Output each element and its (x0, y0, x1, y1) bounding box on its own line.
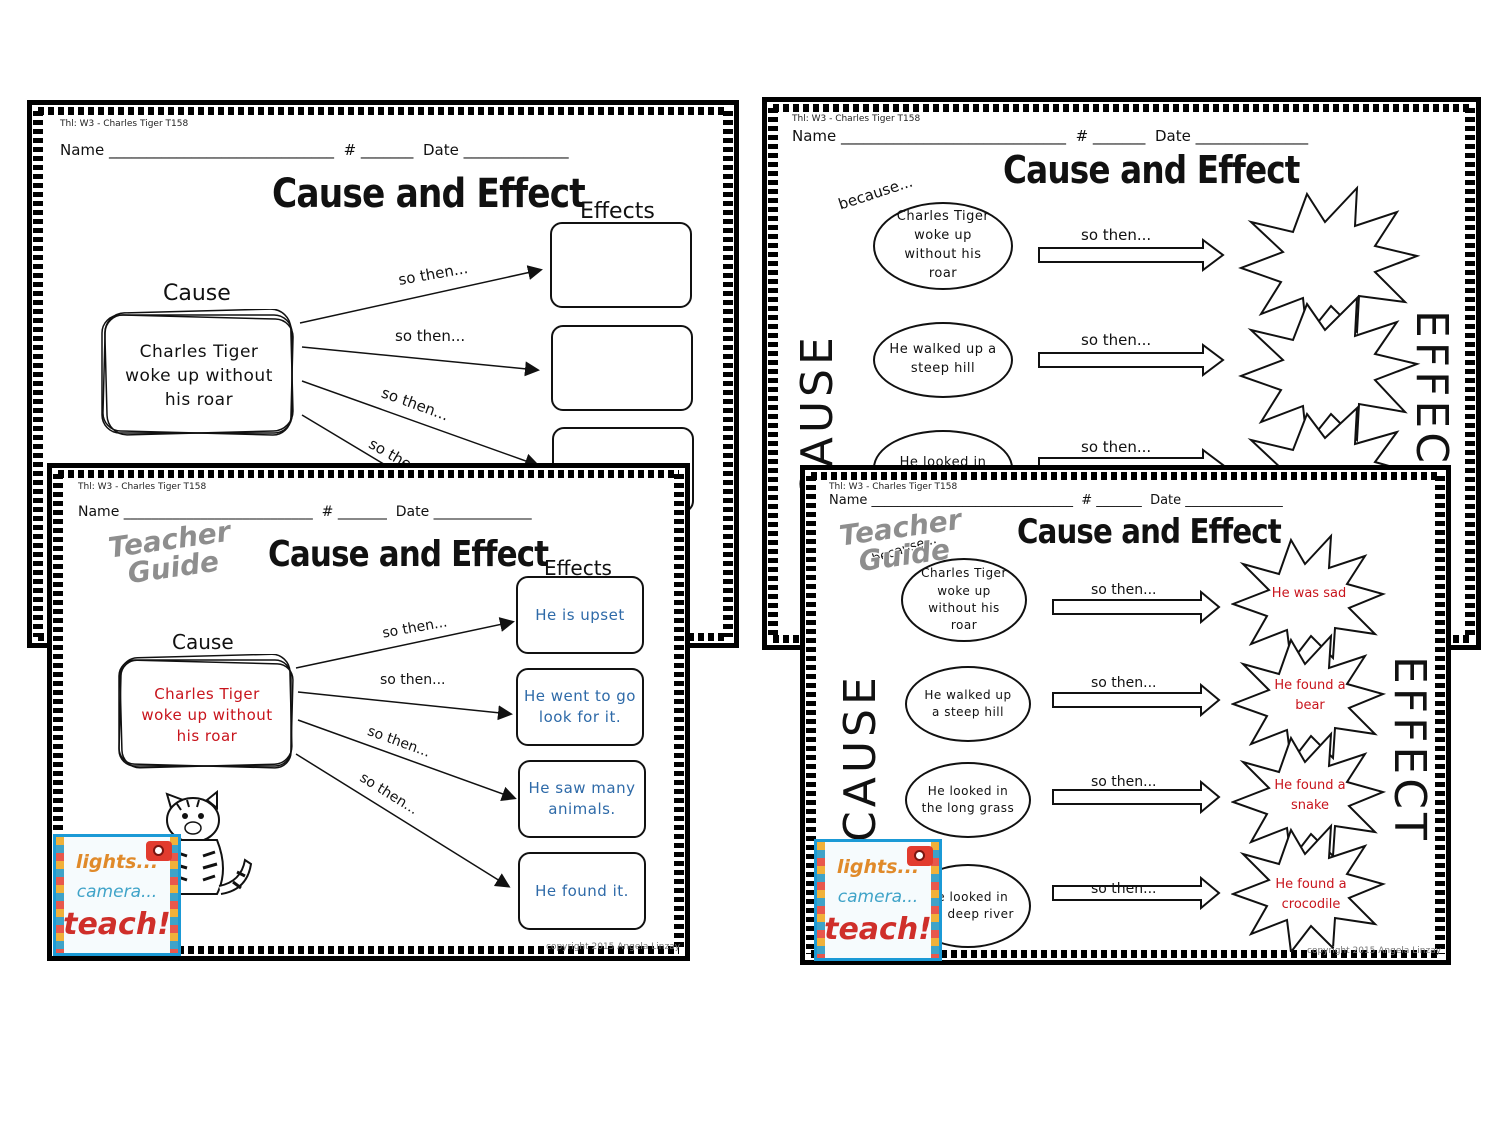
camera-icon (146, 841, 172, 861)
effect-bursts (1238, 185, 1421, 482)
name-label: Name (829, 493, 868, 508)
name-label: Name (78, 504, 120, 520)
lights-camera-teach-logo-left: lights... camera... teach! (53, 834, 181, 956)
effect-box-2[interactable] (551, 325, 693, 411)
header-code: Thl: W3 - Charles Tiger T158 (829, 482, 958, 492)
so-then-label-2: so then... (1091, 675, 1157, 691)
date-label: Date (395, 504, 430, 520)
effects-heading: Effects (580, 199, 655, 224)
effect-answer-4: He found a crocodile (1275, 877, 1347, 912)
so-then-label-2: so then... (1081, 331, 1152, 349)
logo-line-2: camera... (837, 887, 919, 907)
effect-box-1[interactable] (550, 222, 692, 308)
name-line: Name ___________________________ # _____… (78, 504, 532, 520)
effect-answer-2: He found a bear (1274, 678, 1346, 713)
page-title: Cause and Effect (1003, 148, 1300, 192)
header-code: Thl: W3 - Charles Tiger T158 (78, 482, 207, 492)
effect-box-2[interactable]: He went to go look for it. (516, 668, 644, 746)
cause-heading: Cause (163, 281, 231, 306)
name-label: Name (792, 127, 837, 145)
cause-heading: Cause (172, 630, 234, 654)
date-label: Date (1154, 127, 1191, 145)
effect-answer-1: He was sad (1271, 586, 1347, 601)
logo-line-3: teach! (63, 907, 171, 942)
lights-camera-teach-logo-right: lights... camera... teach! (814, 839, 942, 961)
cause-oval-3: He looked in the long grass (905, 762, 1031, 838)
cause-vertical-label: CAUSE (835, 673, 886, 842)
cause-text: Charles Tiger woke up without his roar (141, 685, 273, 745)
date-label: Date (422, 141, 459, 159)
cause-oval-2: He walked up a steep hill (873, 322, 1013, 398)
effect-box-1[interactable]: He is upset (516, 576, 644, 654)
effect-vertical-label: EFFECT (1384, 656, 1435, 844)
so-then-label-3: so then... (1081, 438, 1152, 456)
cause-box-frame (118, 654, 294, 769)
date-label: Date (1150, 493, 1182, 508)
header-code: Thl: W3 - Charles Tiger T158 (792, 114, 921, 124)
so-then-label-1: so then... (1081, 226, 1152, 244)
so-then-label-4: so then... (1091, 881, 1157, 897)
camera-icon (907, 846, 933, 866)
page-title: Cause and Effect (268, 534, 549, 575)
effect-answer-3: He found a snake (1274, 778, 1346, 813)
so-then-label-2: so then... (395, 327, 466, 345)
page-title: Cause and Effect (272, 171, 586, 217)
number-label: # (343, 141, 357, 159)
logo-line-2: camera... (76, 882, 158, 902)
copyright-text: copyright 2015 Angela Linzay (546, 942, 681, 952)
block-arrows (1052, 590, 1221, 910)
number-label: # (1081, 493, 1093, 508)
name-line: Name ______________________________ # __… (60, 141, 569, 159)
name-line: Name ______________________________ # __… (792, 127, 1309, 145)
page-title: Cause and Effect (1017, 512, 1282, 552)
block-arrows (1038, 238, 1225, 470)
name-line: Name _______________________________ # _… (829, 493, 1283, 508)
so-then-label-3: so then... (1091, 774, 1157, 790)
effect-box-4[interactable]: He found it. (518, 852, 646, 930)
tiger-cub-illustration (165, 790, 253, 895)
name-label: Name (60, 141, 105, 159)
logo-line-3: teach! (824, 912, 932, 947)
so-then-label-2: so then... (380, 672, 446, 688)
so-then-label-1: so then... (1091, 582, 1157, 598)
effect-box-3[interactable]: He saw many animals. (518, 760, 646, 838)
logo-line-1: lights... (75, 851, 159, 873)
cause-box-frame (101, 309, 294, 436)
number-label: # (1075, 127, 1089, 145)
cause-oval-1: Charles Tiger woke up without his roar (873, 202, 1013, 290)
logo-line-1: lights... (836, 856, 920, 878)
cause-oval-2: He walked up a steep hill (905, 666, 1031, 742)
effect-bursts (1231, 533, 1387, 952)
header-code: Thl: W3 - Charles Tiger T158 (60, 119, 189, 129)
arrows (295, 617, 517, 888)
copyright-text: copyright 2015 Angela Linzay (1307, 946, 1442, 956)
cause-text: Charles Tiger woke up without his roar (125, 342, 273, 410)
number-label: # (321, 504, 334, 520)
cause-oval-1: Charles Tiger woke up without his roar (901, 558, 1027, 642)
